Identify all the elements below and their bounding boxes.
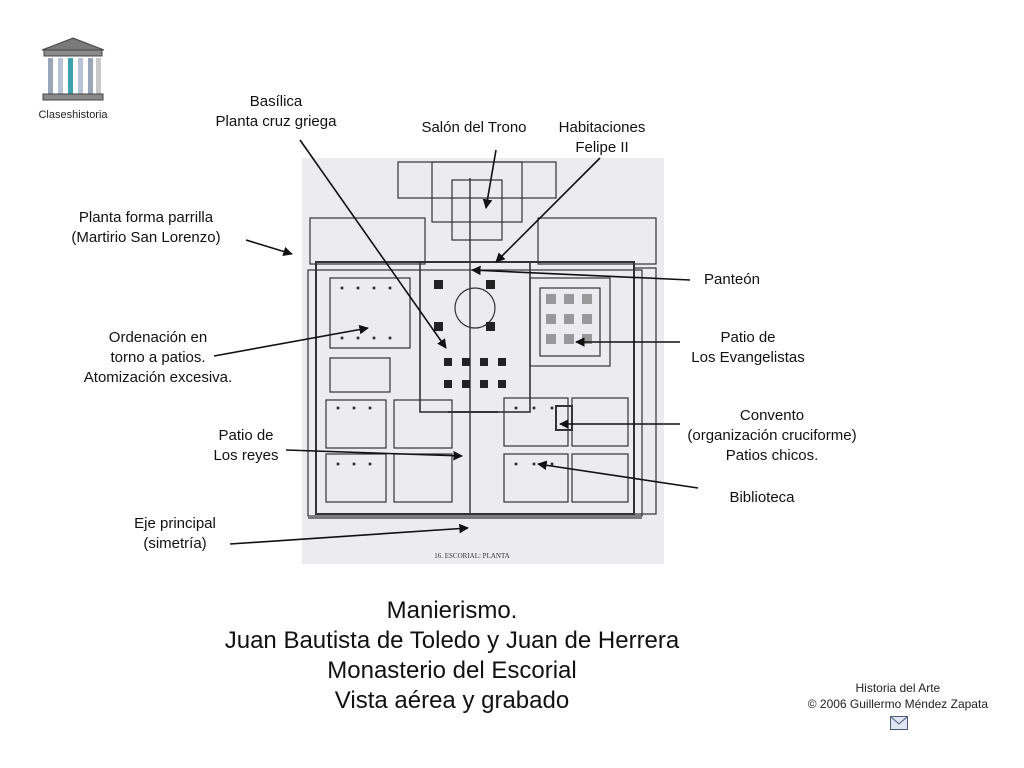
footer-credit: Historia del Arte © 2006 Guillermo Ménde… [807, 681, 988, 711]
plan-caption: 16. ESCORIAL: PLANTA [434, 552, 509, 560]
label-patio-evangelistas: Patio de Los Evangelistas [691, 329, 805, 366]
label-habitaciones-felipe-ii: Habitaciones Felipe II [558, 119, 646, 156]
label-basilica: Basílica Planta cruz griega [215, 93, 337, 130]
logo-caption: Claseshistoria [38, 109, 108, 121]
label-patio-reyes: Patio de Los reyes [213, 427, 279, 464]
slide-title: Manierismo. Juan Bautista de Toledo y Ju… [224, 597, 680, 714]
label-salon-del-trono: Salón del Trono [421, 119, 527, 136]
label-panteon: Panteón [704, 271, 760, 288]
leader-parrilla [245, 239, 293, 257]
claseshistoria-logo[interactable]: Claseshistoria [28, 36, 118, 121]
label-ordenacion-patios: Ordenación en torno a patios. Atomizació… [83, 329, 233, 386]
label-planta-parrilla: Planta forma parrilla (Martirio San Lore… [71, 209, 221, 246]
envelope-icon[interactable] [890, 716, 908, 730]
label-eje-principal: Eje principal (simetría) [134, 515, 216, 552]
escorial-floor-plan: 16. ESCORIAL: PLANTA [302, 158, 664, 564]
temple-icon [41, 37, 105, 101]
label-biblioteca: Biblioteca [729, 489, 795, 506]
label-convento: Convento (organización cruciforme) Patio… [687, 407, 857, 464]
